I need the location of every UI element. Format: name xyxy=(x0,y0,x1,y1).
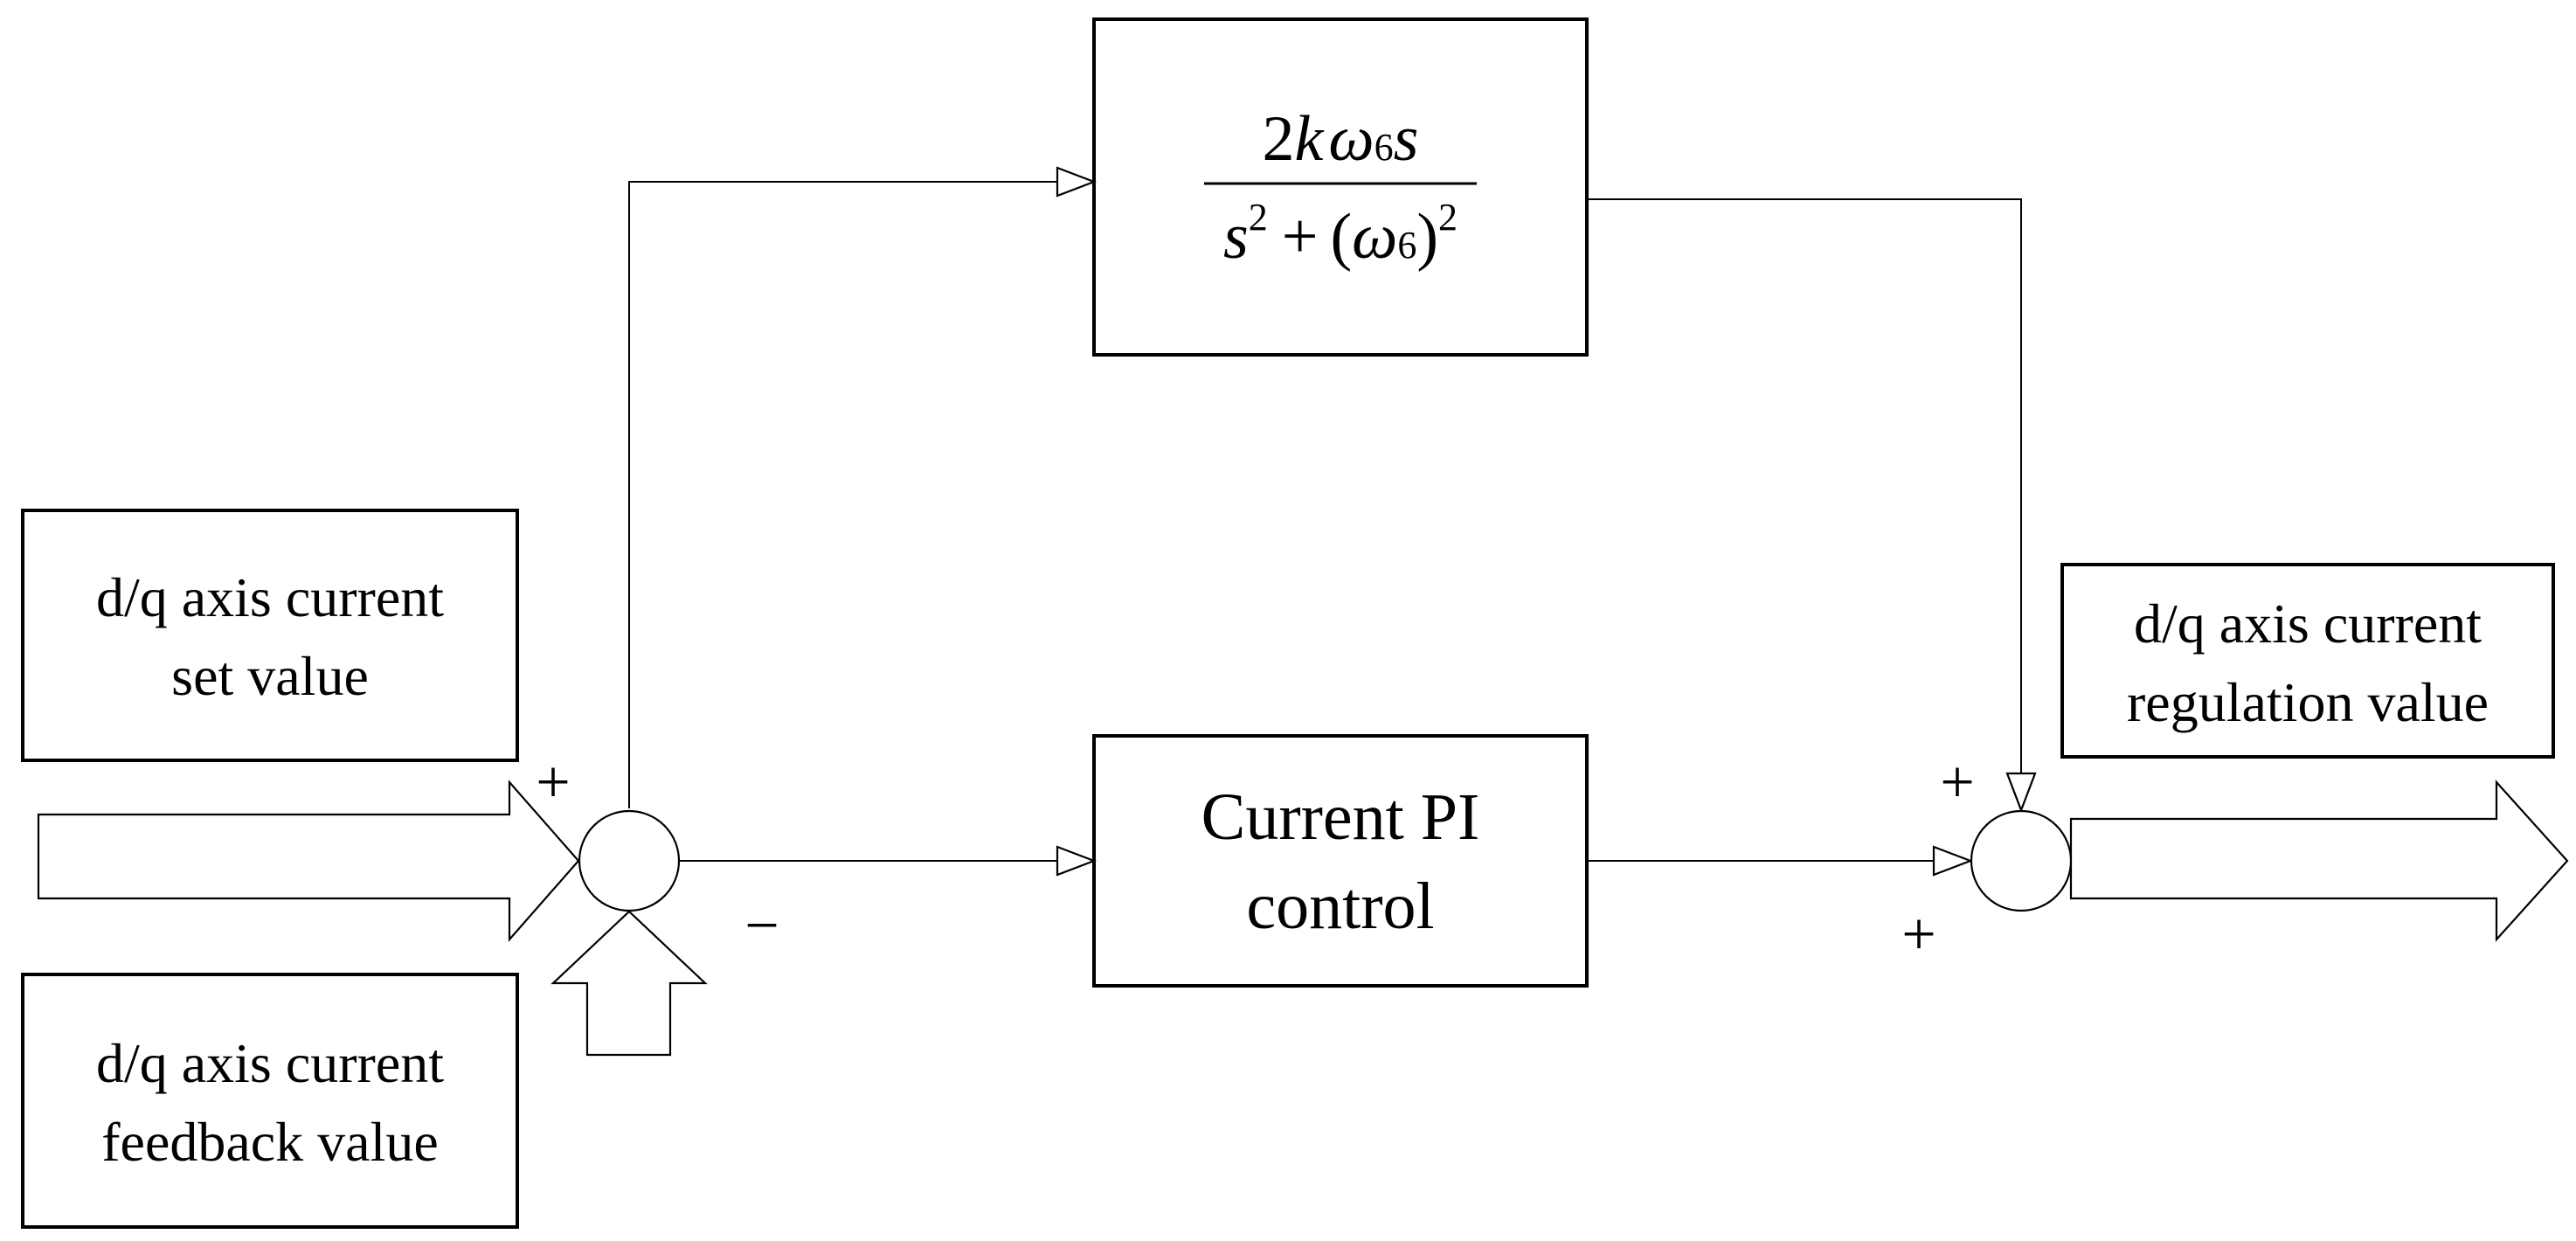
numerator-omega: ω xyxy=(1328,103,1374,175)
wire-resonant-to-sum2 xyxy=(1587,198,2022,773)
sum2-lower-plus-sign: + xyxy=(1901,901,1935,968)
set-value-line2: set value xyxy=(171,645,369,707)
arrowhead-pi-input xyxy=(1056,845,1098,877)
transfer-function-numerator: 2kω6s xyxy=(1263,103,1419,175)
regulation-value-line2: regulation value xyxy=(2127,671,2489,733)
denominator-close-paren: ) xyxy=(1416,201,1438,273)
numerator-k: k xyxy=(1295,103,1325,175)
regulation-value-box: d/q axis current regulation value xyxy=(2060,563,2555,759)
wire-to-resonant-block xyxy=(628,181,1057,808)
feedback-value-box: d/q axis current feedback value xyxy=(21,973,519,1229)
feedback-value-input-arrow xyxy=(551,910,708,1057)
set-value-input-arrow xyxy=(37,780,580,942)
summing-junction-2 xyxy=(1970,809,2073,912)
arrowhead-sum2-resonant-input xyxy=(2005,772,2037,814)
summing-junction-1 xyxy=(578,809,681,912)
denominator-s: s xyxy=(1223,201,1249,273)
pi-control-block: Current PI control xyxy=(1092,734,1589,988)
denominator-omega-square: 2 xyxy=(1438,196,1458,239)
sum2-upper-plus-sign: + xyxy=(1940,749,1974,816)
sum1-plus-sign: + xyxy=(536,749,570,816)
signal-wires xyxy=(628,181,2022,862)
regulation-value-output-arrow xyxy=(2069,780,2569,942)
transfer-function: 2kω6s s2+(ω6)2 xyxy=(1204,103,1477,273)
pi-block-line1: Current PI xyxy=(1201,780,1480,854)
denominator-open-paren: ( xyxy=(1330,201,1352,273)
denominator-plus: + xyxy=(1282,201,1319,273)
arrowhead-resonant-input xyxy=(1056,166,1098,198)
sum1-minus-sign: − xyxy=(744,892,779,960)
pi-block-line2: control xyxy=(1246,870,1434,943)
feedback-value-line2: feedback value xyxy=(101,1111,439,1173)
numerator-coeff: 2 xyxy=(1263,103,1295,175)
set-value-line1: d/q axis current xyxy=(96,566,444,628)
arrowhead-sum2-pi-input xyxy=(1932,845,1974,877)
denominator-s-square: 2 xyxy=(1249,196,1268,239)
feedback-value-line1: d/q axis current xyxy=(96,1032,444,1094)
denominator-omega: ω xyxy=(1352,201,1397,273)
transfer-function-denominator: s2+(ω6)2 xyxy=(1223,196,1458,273)
numerator-s: s xyxy=(1394,103,1419,175)
denominator-subscript: 6 xyxy=(1397,224,1416,267)
arrowheads xyxy=(1056,166,2037,877)
numerator-subscript: 6 xyxy=(1375,126,1394,169)
set-value-box: d/q axis current set value xyxy=(21,509,519,762)
resonant-controller-block: 2kω6s s2+(ω6)2 xyxy=(1092,17,1589,357)
regulation-value-line1: d/q axis current xyxy=(2134,593,2482,655)
